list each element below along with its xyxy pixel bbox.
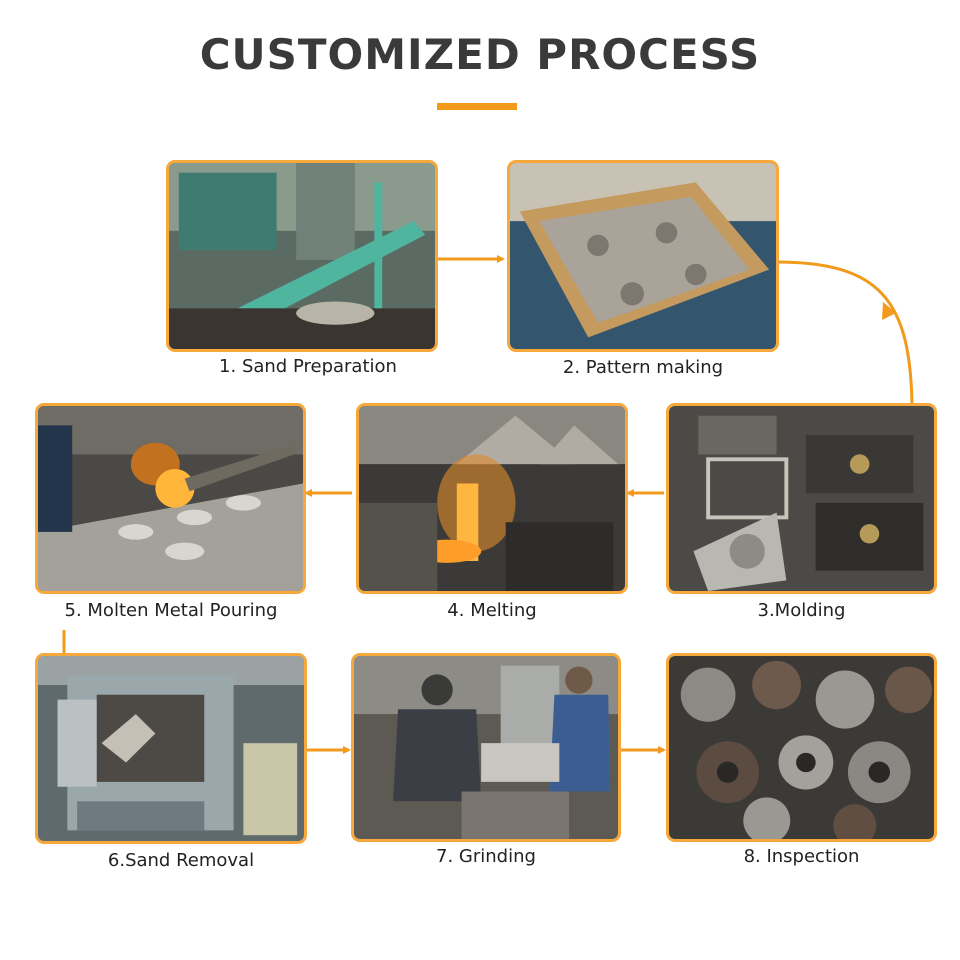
step-6-label: 6.Sand Removal [107, 850, 255, 871]
step-8-photo [666, 653, 937, 842]
step-2-photo [507, 160, 779, 352]
step-4-photo [356, 403, 628, 594]
step-1-label: 1. Sand Preparation [219, 356, 397, 377]
step-5-photo [35, 403, 306, 594]
step-7-label: 7. Grinding [436, 846, 536, 867]
step-6-photo [35, 653, 307, 844]
step-2-label: 2. Pattern making [562, 357, 724, 378]
step-8-label: 8. Inspection [743, 846, 860, 867]
step-7-photo [351, 653, 621, 842]
step-3-label: 3.Molding [757, 600, 846, 621]
title-underline [437, 103, 517, 110]
step-3-photo [666, 403, 937, 594]
arrowhead-2-to-3 [882, 302, 896, 320]
arrow-2-to-3 [775, 260, 914, 405]
step-1-photo [166, 160, 438, 352]
step-4-label: 4. Melting [447, 600, 537, 621]
step-5-label: 5. Molten Metal Pouring [64, 600, 278, 621]
page-title: CUSTOMIZED PROCESS [199, 30, 761, 79]
